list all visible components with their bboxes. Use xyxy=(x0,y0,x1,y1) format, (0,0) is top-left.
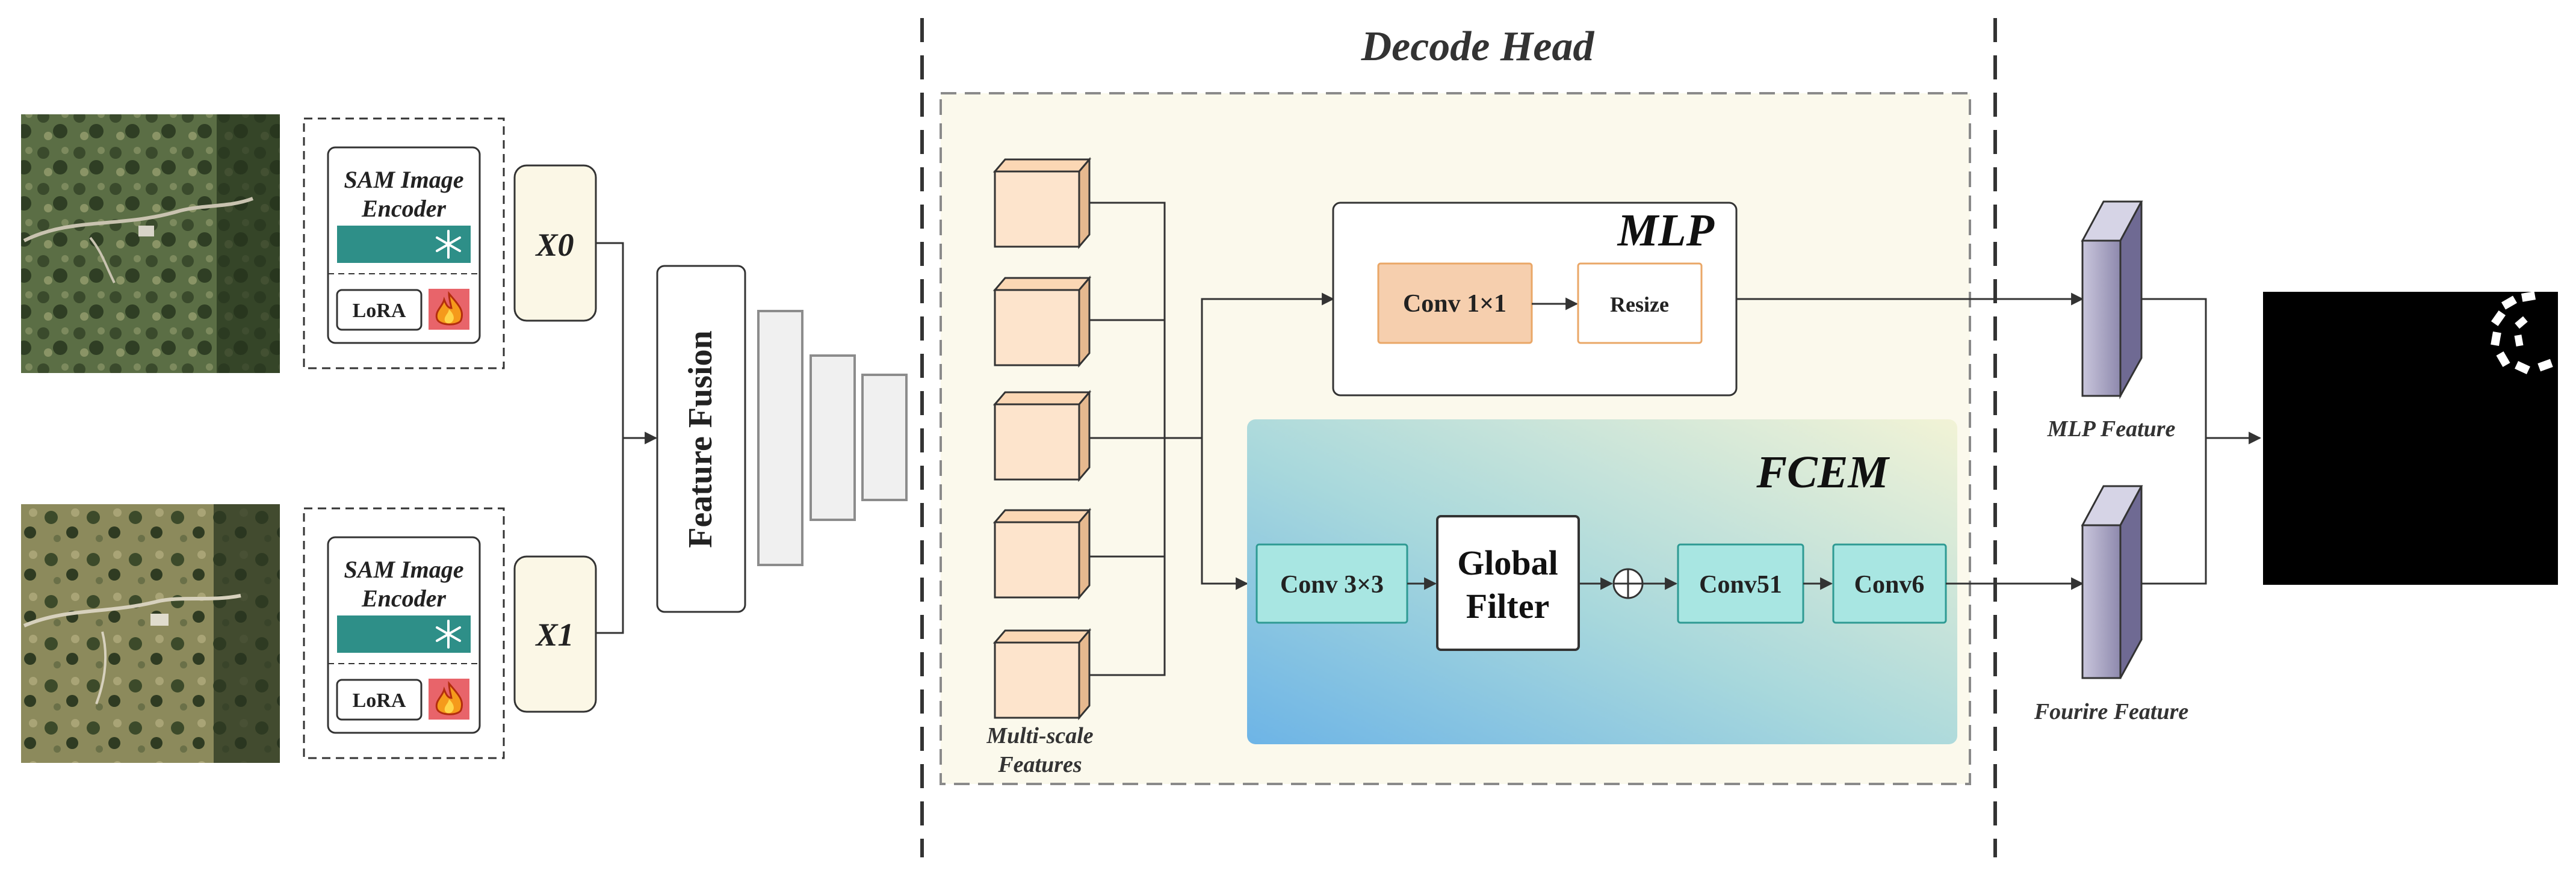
snowflake-icon xyxy=(436,230,461,259)
mlp-resize-box xyxy=(1577,262,1703,344)
fire-icon xyxy=(435,680,463,715)
global-filter-line2: Filter xyxy=(1466,587,1549,626)
circle-plus-icon xyxy=(1612,568,1644,599)
conv51-label: Conv51 xyxy=(1699,571,1782,599)
multi-scale-cube xyxy=(992,156,1092,250)
multi-scale-cube xyxy=(992,275,1092,368)
feature-x1-label: X1 xyxy=(534,617,574,653)
encoder-title-line1: SAM Image xyxy=(344,556,464,583)
fourier-feature-plane xyxy=(2081,485,2143,679)
mlp-block: MLP Conv 1×1 Resize xyxy=(1332,202,1738,396)
feature-x0: X0 xyxy=(513,164,597,322)
global-filter-box xyxy=(1436,515,1580,651)
encoder-title-line1: SAM Image xyxy=(344,166,464,193)
global-filter-line1: Global xyxy=(1457,543,1558,582)
encoder-title-line2: Encoder xyxy=(361,195,446,222)
mlp-conv-label: Conv 1×1 xyxy=(1403,290,1506,318)
cube-merge-connectors xyxy=(1089,202,1335,676)
input-image-t0 xyxy=(21,114,280,373)
multi-scale-label-line1: Multi-scale xyxy=(986,723,1093,748)
multi-scale-cube xyxy=(992,628,1092,721)
encoder-block-1: SAM Image Encoder LoRA xyxy=(303,507,505,759)
output-merge-connectors xyxy=(2141,298,2262,585)
snowflake-icon xyxy=(436,620,461,649)
feature-fusion-block: Feature Fusion xyxy=(656,265,746,613)
mlp-feature-label: MLP Feature xyxy=(2047,416,2176,442)
decode-output-connectors xyxy=(1736,292,2084,590)
feature-x1: X1 xyxy=(513,555,597,713)
decode-head-title: Decode Head xyxy=(1361,23,1595,70)
multi-scale-cube xyxy=(992,389,1092,483)
lora-label: LoRA xyxy=(353,689,406,712)
multi-scale-cube xyxy=(992,507,1092,600)
output-change-mask xyxy=(2263,291,2558,585)
input-image-t1 xyxy=(21,504,280,763)
mlp-resize-label: Resize xyxy=(1610,292,1669,316)
fcem-block: FCEM Conv 3×3 Global Filter Conv51 Conv6 xyxy=(1247,419,1957,744)
feature-pyramid xyxy=(757,310,908,566)
mlp-feature-plane xyxy=(2081,200,2143,399)
lora-box xyxy=(336,679,423,721)
fire-icon xyxy=(435,291,463,325)
fourier-feature-label: Fourire Feature xyxy=(2034,699,2189,724)
fcem-title: FCEM xyxy=(1756,447,1890,498)
lora-box xyxy=(336,289,423,331)
multi-scale-cubes xyxy=(992,156,1092,721)
multi-scale-label-line2: Features xyxy=(997,752,1082,777)
encoder-title-line2: Encoder xyxy=(361,585,446,612)
lora-label: LoRA xyxy=(353,300,406,322)
encoder-to-fusion-connectors xyxy=(596,242,658,634)
change-region-marks xyxy=(2491,291,2553,374)
feature-fusion-label: Feature Fusion xyxy=(682,330,719,548)
mlp-title: MLP xyxy=(1617,205,1715,256)
conv6-label: Conv6 xyxy=(1854,571,1925,599)
feature-x0-label: X0 xyxy=(534,227,574,263)
encoder-block-0: SAM Image Encoder LoRA xyxy=(303,117,505,369)
fcem-conv-label: Conv 3×3 xyxy=(1280,571,1384,599)
